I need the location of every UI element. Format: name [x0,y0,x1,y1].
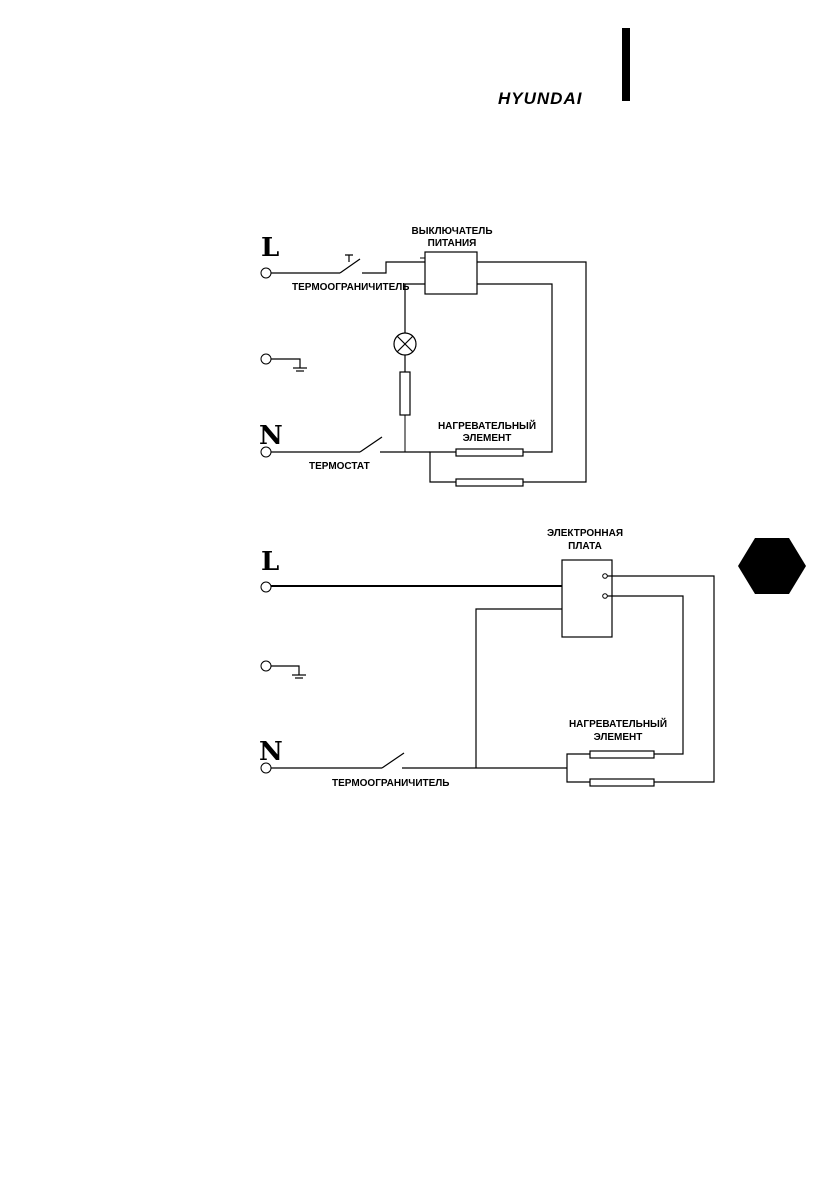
d2-board-label-2: ПЛАТА [568,541,602,552]
d1-earth-symbol [271,358,307,372]
d1-thermostat-switch [359,436,383,453]
d1-terminal-l [260,267,272,279]
d1-heating-element-1 [455,448,524,457]
d2-terminal-earth [260,660,272,672]
d1-thermal-limiter-label: ТЕРМООГРАНИЧИТЕЛЬ [292,282,410,293]
diagram-2: L N ЭЛЕКТРОННАЯ ПЛАТА НАГРЕВА [259,528,715,789]
d2-earth-symbol [271,665,306,679]
d2-thermal-limiter-switch [381,752,405,769]
d1-power-switch-box [424,251,478,295]
d2-terminal-n-label: N [259,737,283,767]
d1-heating-element-2 [455,478,524,487]
d2-heating-element-label-1: НАГРЕВАТЕЛЬНЫЙ [569,717,667,730]
d2-board-contact-2 [602,593,608,599]
d2-thermal-limiter-label: ТЕРМООГРАНИЧИТЕЛЬ [332,778,450,789]
d1-resistor [399,371,411,416]
d1-terminal-earth [260,353,272,365]
d2-board-contact-1 [602,573,608,579]
d1-power-switch-label-1: ВЫКЛЮЧАТЕЛЬ [411,226,492,237]
page-edge-bar [622,28,630,101]
d1-indicator-lamp [393,332,417,356]
d1-terminal-n-label: N [259,421,283,451]
d2-heating-element-2 [589,778,655,787]
d1-heating-element-label-1: НАГРЕВАТЕЛЬНЫЙ [438,419,536,432]
d2-terminal-l-label: L [261,547,279,577]
d1-thermostat-label: ТЕРМОСТАТ [309,461,370,472]
d2-terminal-l [260,581,272,593]
d2-electronic-board [561,559,613,638]
d2-heating-element-1 [589,750,655,759]
diagram-1: L N [259,226,587,487]
d2-board-label-1: ЭЛЕКТРОННАЯ [547,528,623,539]
d1-thermal-limiter-switch [339,254,361,274]
d1-power-switch-label-2: ПИТАНИЯ [428,238,477,249]
d1-heating-element-label-2: ЭЛЕМЕНТ [463,433,512,444]
brand-logo: HYUNDAI [498,89,583,108]
section-hexagon-tab [738,538,806,594]
d2-heating-element-label-2: ЭЛЕМЕНТ [594,732,643,743]
d1-terminal-l-label: L [261,233,279,263]
